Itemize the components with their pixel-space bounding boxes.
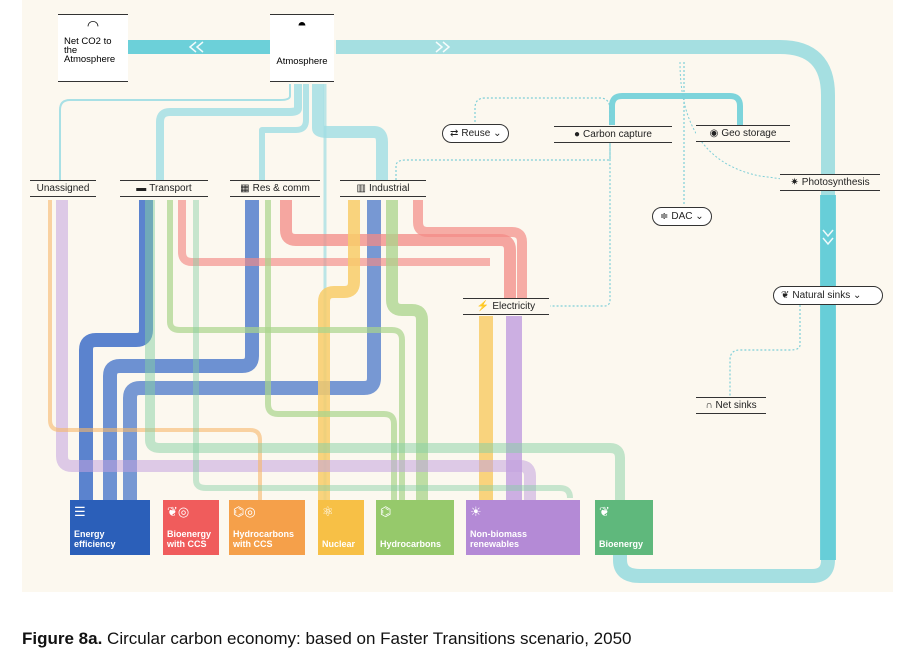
flow-efficiency-rescomm [103, 200, 259, 500]
non-biomass-renewables-label: Non-biomass renewables [470, 529, 528, 549]
chevron-2 [435, 41, 451, 53]
photosynthesis-label: Photosynthesis [801, 177, 870, 188]
bars-icon: ☰ [74, 504, 86, 519]
electricity-node[interactable]: ⚡Electricity [463, 298, 549, 315]
transport-label: Transport [149, 183, 192, 194]
net-co2-label: Net CO2 to the Atmosphere [64, 36, 116, 65]
link-reuse [474, 97, 611, 307]
figure-number: Figure 8a. [22, 629, 103, 648]
geo-storage-label: Geo storage [721, 128, 777, 139]
link-photosynthesis-capture [679, 61, 791, 181]
magnet-icon: ∩ [705, 400, 713, 411]
lightning-icon: ⚡ [476, 301, 490, 312]
sunset-icon: ◠ [86, 17, 100, 33]
flow-atmosphere-to-unassigned [59, 84, 291, 180]
res-comm-label: Res & comm [252, 183, 310, 194]
net-co2-node[interactable]: ◠ Net CO2 to the Atmosphere [58, 14, 128, 82]
reuse-label: Reuse [461, 128, 491, 139]
bioenergy-box[interactable]: ❦ Bioenergy [595, 500, 653, 555]
dac-icon: ≑ [660, 211, 669, 222]
flow-atmosphere-to-industrial [312, 84, 388, 180]
leaves-icon: ❦ [781, 290, 790, 301]
net-sinks-node[interactable]: ∩Net sinks [696, 397, 766, 414]
flow-bioccs-industrial [413, 200, 527, 300]
factory-icon: ▥ [356, 183, 366, 194]
chevron-down-icon: ⌄ [490, 128, 502, 139]
industrial-label: Industrial [368, 183, 410, 194]
net-sinks-label: Net sinks [715, 400, 757, 411]
photosynthesis-node[interactable]: ✷Photosynthesis [780, 174, 880, 191]
carbon-capture-label: Carbon capture [583, 129, 652, 140]
bioenergy-ccs-label: Bioenergy with CCS [167, 529, 212, 549]
co2-icon: ● [574, 129, 581, 140]
hydrocarbons-label: Hydrocarbons [380, 539, 442, 549]
flow-bioenergy-2 [193, 200, 573, 499]
building-icon: ▦ [240, 183, 250, 194]
flow-bioccs-transport [178, 200, 490, 266]
industrial-node[interactable]: ▥Industrial [340, 180, 426, 197]
flow-renewables-unassigned [56, 200, 536, 500]
res-comm-node[interactable]: ▦Res & comm [230, 180, 320, 197]
sun-half-icon: ◓ [297, 17, 307, 34]
chevron-3 [822, 229, 834, 246]
flow-nuclear-industrial [318, 200, 360, 500]
flow-efficiency-industrial [123, 200, 381, 500]
molecule-icon: ⌬ [380, 504, 392, 519]
geo-storage-node[interactable]: ◉Geo storage [696, 125, 790, 142]
swap-icon: ⇄ [450, 128, 459, 139]
leaf-ccs-icon: ❦◎ [167, 504, 190, 519]
flow-atmosphere-to-transport [156, 84, 302, 180]
bioenergy-ccs-box[interactable]: ❦◎ Bioenergy with CCS [163, 500, 219, 555]
hydrocarbons-ccs-box[interactable]: ⌬◎ Hydrocarbons with CCS [229, 500, 305, 555]
molecule-ccs-icon: ⌬◎ [233, 504, 256, 519]
figure-caption-text: Circular carbon economy: based on Faster… [107, 629, 632, 648]
flow-hydro-transport [167, 200, 405, 500]
atom-icon: ⚛ [322, 504, 334, 519]
unassigned-node[interactable]: Unassigned [30, 180, 96, 197]
unassigned-label: Unassigned [36, 183, 90, 194]
hydrocarbons-ccs-label: Hydrocarbons with CCS [233, 529, 295, 549]
geo-icon: ◉ [709, 128, 719, 139]
non-biomass-renewables-box[interactable]: ☀ Non-biomass renewables [466, 500, 580, 555]
flow-hydro-rescomm [265, 200, 397, 500]
energy-efficiency-box[interactable]: ☰ Energy efficiency [70, 500, 150, 555]
electricity-label: Electricity [492, 301, 536, 312]
nuclear-box[interactable]: ⚛ Nuclear [318, 500, 364, 555]
nuclear-label: Nuclear [322, 539, 356, 549]
flow-hydro-industrial [386, 200, 428, 500]
flow-capture-to-geo [609, 93, 743, 125]
chevron-down-icon: ⌄ [850, 290, 862, 301]
chevron-down-icon: ⌄ [692, 211, 704, 222]
flow-bioenergy [145, 200, 625, 500]
natural-sinks-toggle[interactable]: ❦Natural sinks ⌄ [773, 286, 883, 305]
sun-icon: ☀ [470, 504, 482, 519]
link-industrial-capture [395, 145, 611, 180]
figure-caption: Figure 8a. Circular carbon economy: base… [22, 629, 631, 649]
reuse-toggle[interactable]: ⇄Reuse ⌄ [442, 124, 510, 143]
truck-icon: ▬ [136, 183, 147, 194]
energy-efficiency-label: Energy efficiency [74, 529, 116, 549]
natural-sinks-label: Natural sinks [792, 290, 851, 301]
bioenergy-label: Bioenergy [599, 539, 644, 549]
dac-label: DAC [671, 211, 693, 222]
atmosphere-label: Atmosphere [276, 56, 328, 67]
sun-leaf-icon: ✷ [790, 177, 799, 188]
transport-node[interactable]: ▬Transport [120, 180, 208, 197]
carbon-capture-node[interactable]: ●Carbon capture [554, 126, 672, 143]
leaf-icon: ❦ [599, 504, 610, 519]
dac-toggle[interactable]: ≑DAC ⌄ [652, 207, 712, 226]
hydrocarbons-box[interactable]: ⌬ Hydrocarbons [376, 500, 454, 555]
link-natural-sinks [729, 305, 801, 398]
flow-atmosphere-to-photosynthesis [336, 40, 835, 583]
chevron-1 [188, 41, 204, 53]
atmosphere-node[interactable]: ◓ Atmosphere [270, 14, 334, 82]
flow-atmosphere-to-rescomm [259, 84, 309, 180]
